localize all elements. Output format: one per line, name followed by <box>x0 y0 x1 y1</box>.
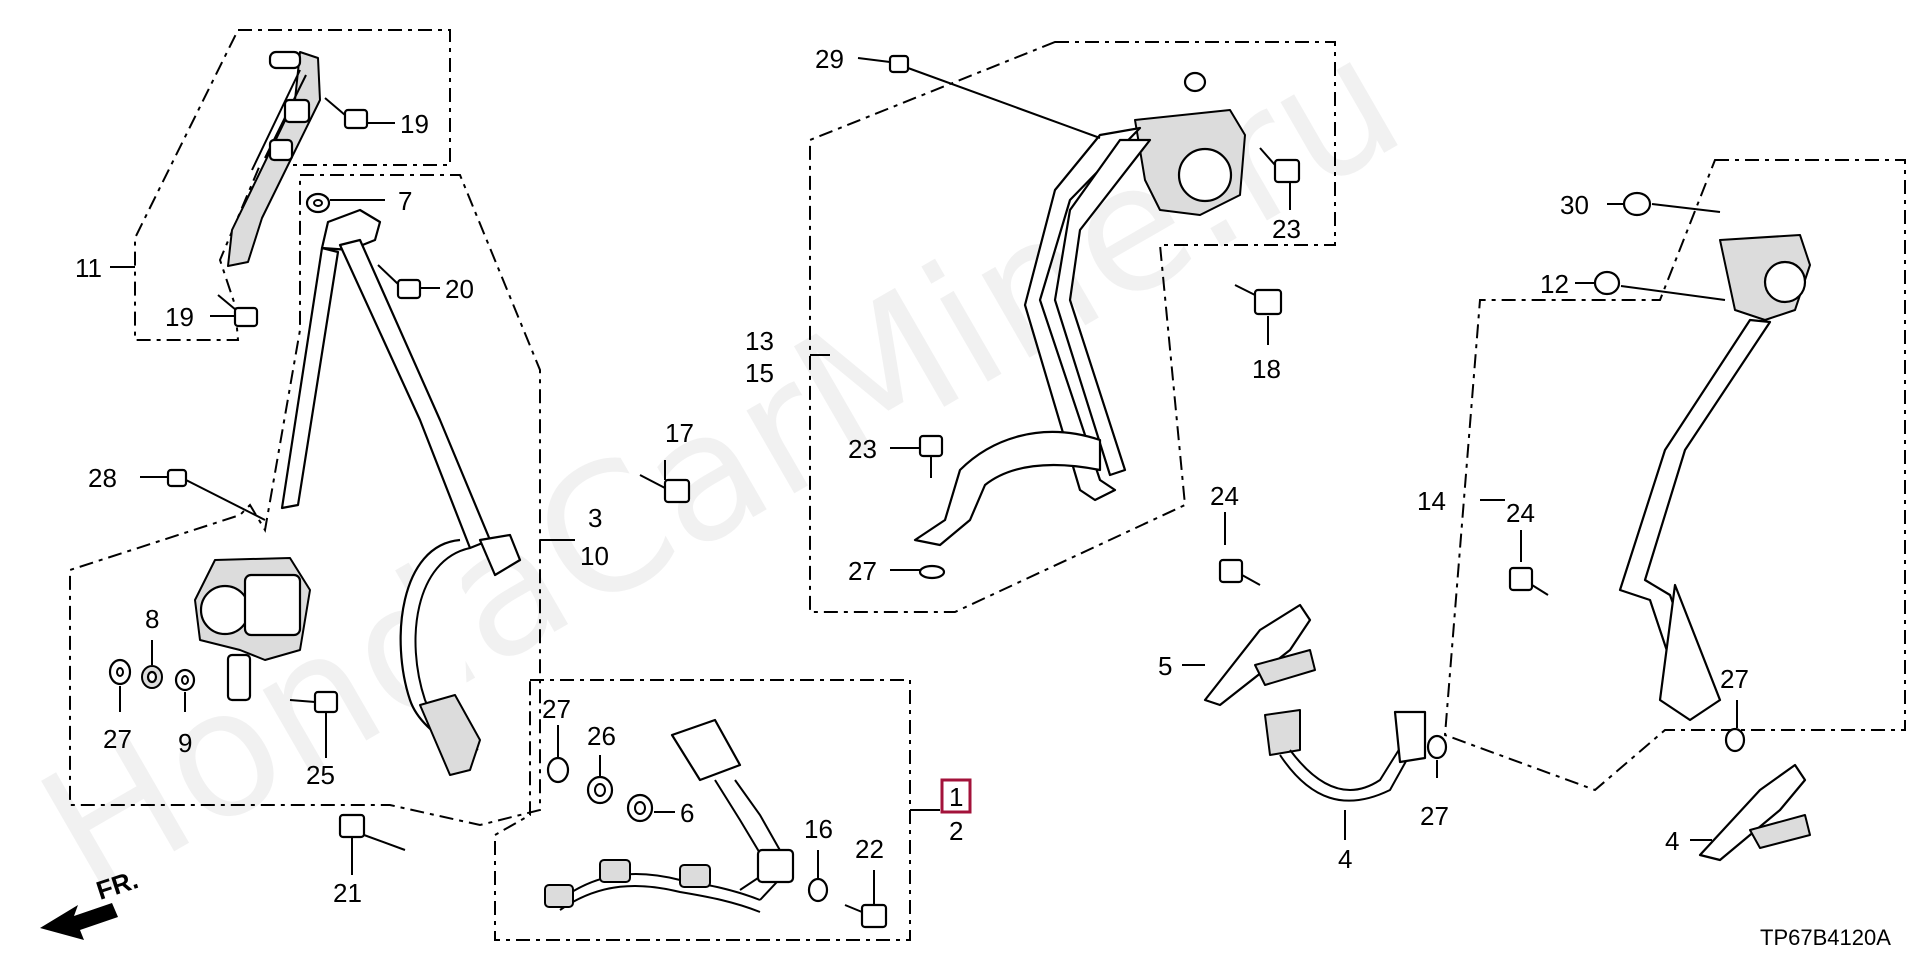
callout-1: 1 <box>949 782 963 812</box>
callout-12: 12 <box>1540 269 1569 299</box>
callout-17: 17 <box>665 418 694 448</box>
callout-25: 25 <box>306 760 335 790</box>
rear-buckle-4-right <box>1698 763 1811 862</box>
buckle-assembly <box>544 718 795 913</box>
callout-1-highlight <box>940 778 972 814</box>
callout-8: 8 <box>145 604 159 634</box>
washer-7 <box>305 192 331 214</box>
callout-30: 30 <box>1560 190 1589 220</box>
washer-27-left <box>108 658 132 686</box>
washer-27-right <box>1724 727 1746 753</box>
rear-buckle-5 <box>1203 603 1316 707</box>
callout-24-center: 24 <box>1210 481 1239 511</box>
callout-27-center: 27 <box>848 556 877 586</box>
callout-18: 18 <box>1252 354 1281 384</box>
callout-15: 15 <box>745 358 774 388</box>
bolt-22 <box>844 903 888 929</box>
bolt-17 <box>639 474 691 504</box>
leader-lines <box>110 57 1738 905</box>
callout-27-right: 27 <box>1720 664 1749 694</box>
washer-top-center <box>1183 71 1207 93</box>
washer-9 <box>174 668 196 692</box>
callout-26: 26 <box>587 721 616 751</box>
bolt-19-upper <box>324 97 369 130</box>
bolt-19-lower <box>217 294 259 328</box>
bolt-28 <box>166 468 266 521</box>
callout-27-buckle: 27 <box>542 694 571 724</box>
group-outlines <box>69 29 1906 941</box>
callout-10: 10 <box>580 541 609 571</box>
callout-22: 22 <box>855 834 884 864</box>
callout-16: 16 <box>804 814 833 844</box>
callouts: 11 19 19 7 20 28 17 3 10 8 27 9 25 21 27… <box>75 44 1749 908</box>
washer-27-buckle <box>546 756 570 784</box>
callout-27-left: 27 <box>103 724 132 754</box>
callout-4-right: 4 <box>1665 826 1679 856</box>
height-adjuster-rail <box>227 50 321 267</box>
callout-28: 28 <box>88 463 117 493</box>
callout-3: 3 <box>588 503 602 533</box>
bolt-23-upper <box>1259 147 1301 184</box>
callout-13: 13 <box>745 326 774 356</box>
nut-8 <box>141 665 163 689</box>
diagram-code: TP67B4120A <box>1760 925 1891 950</box>
bolt-18 <box>1234 284 1283 316</box>
washer-27-center <box>918 564 946 580</box>
washer-16 <box>807 877 829 903</box>
callout-29: 29 <box>815 44 844 74</box>
callout-4-center: 4 <box>1338 844 1352 874</box>
bolt-23-lower <box>918 434 944 478</box>
bolt-29 <box>888 54 1101 139</box>
callout-24-right: 24 <box>1506 498 1535 528</box>
callout-20: 20 <box>445 274 474 304</box>
rear-buckle-4-center <box>1264 709 1427 802</box>
bolt-25 <box>289 690 339 714</box>
rear-outer-belt-assembly <box>1618 234 1811 722</box>
callout-11: 11 <box>75 253 102 283</box>
nut-26 <box>586 775 614 805</box>
washer-6 <box>626 793 654 823</box>
callout-14: 14 <box>1417 486 1446 516</box>
bolt-24-right <box>1508 566 1549 596</box>
washer-27-rear-center <box>1426 734 1448 760</box>
callout-27-rear-center: 27 <box>1420 801 1449 831</box>
nut-12 <box>1593 270 1621 296</box>
callout-19-lower: 19 <box>165 302 194 332</box>
callout-19-upper: 19 <box>400 109 429 139</box>
callout-21: 21 <box>333 878 362 908</box>
front-seat-belt-assembly <box>194 208 522 776</box>
nut-30 <box>1622 191 1652 217</box>
bolt-21 <box>338 813 406 851</box>
rear-center-belt-assembly <box>913 109 1246 547</box>
callout-9: 9 <box>178 728 192 758</box>
callout-23-lower: 23 <box>848 434 877 464</box>
callout-5: 5 <box>1158 651 1172 681</box>
callout-2: 2 <box>949 816 963 846</box>
callout-7: 7 <box>398 186 412 216</box>
callout-6: 6 <box>680 798 694 828</box>
bolt-24-center <box>1218 558 1261 586</box>
callout-23-upper: 23 <box>1272 214 1301 244</box>
